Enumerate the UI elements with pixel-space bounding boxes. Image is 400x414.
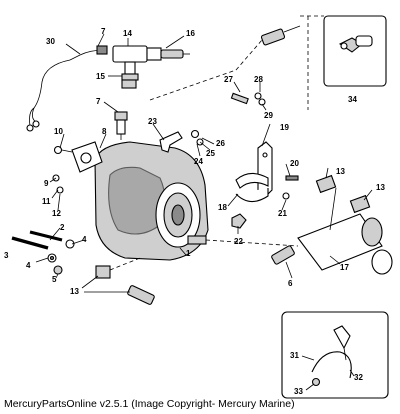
callout-7-top: 7 [101,27,106,36]
callout-22: 22 [234,237,243,246]
bracket-hardware [159,92,299,229]
callout-24: 24 [194,157,203,166]
callout-7: 7 [96,97,101,106]
callout-9: 9 [44,179,49,188]
sensor-tee-assembly [26,45,190,132]
sensor-7 [114,111,128,140]
callout-29: 29 [264,111,273,120]
leader-lines [35,33,373,391]
inset-31-33 [281,311,389,399]
lower-fittings [95,39,299,305]
callout-27: 27 [224,75,233,84]
callout-20: 20 [290,159,299,168]
callout-labels: 14 16 30 7 15 7 10 8 9 11 12 23 26 25 24… [4,27,385,396]
callout-23: 23 [148,117,157,126]
callout-5: 5 [52,275,57,284]
callout-13-left: 13 [70,287,79,296]
callout-3: 3 [4,251,9,260]
fasteners-left [11,145,75,275]
callout-31: 31 [290,351,299,360]
callout-2: 2 [60,223,65,232]
callout-13-right-a: 13 [336,167,345,176]
callout-14: 14 [123,29,132,38]
callout-21: 21 [278,209,287,218]
callout-6: 6 [288,279,293,288]
callout-28: 28 [254,75,263,84]
callout-12: 12 [52,209,61,218]
callout-16: 16 [186,29,195,38]
callout-26: 26 [216,139,225,148]
callout-19: 19 [280,123,289,132]
image-caption: MercuryPartsOnline v2.5.1 (Image Copyrig… [4,398,295,410]
callout-17: 17 [340,263,349,272]
callout-30: 30 [46,37,55,46]
callout-32: 32 [354,373,363,382]
part-34-detail-box [300,15,387,110]
callout-34: 34 [348,95,357,104]
callout-11: 11 [42,197,51,206]
callout-4-left: 4 [26,261,31,270]
callout-8: 8 [102,127,107,136]
callout-18: 18 [218,203,227,212]
callout-15: 15 [96,72,105,81]
callout-33: 33 [294,387,303,396]
callout-1: 1 [186,249,191,258]
callout-25: 25 [206,149,215,158]
transmission-housing [71,141,209,261]
hose-fitting-upper [260,25,301,46]
cooler-17 [297,174,393,275]
callout-4-right: 4 [82,235,87,244]
callout-10: 10 [54,127,63,136]
callout-13-right-b: 13 [376,183,385,192]
